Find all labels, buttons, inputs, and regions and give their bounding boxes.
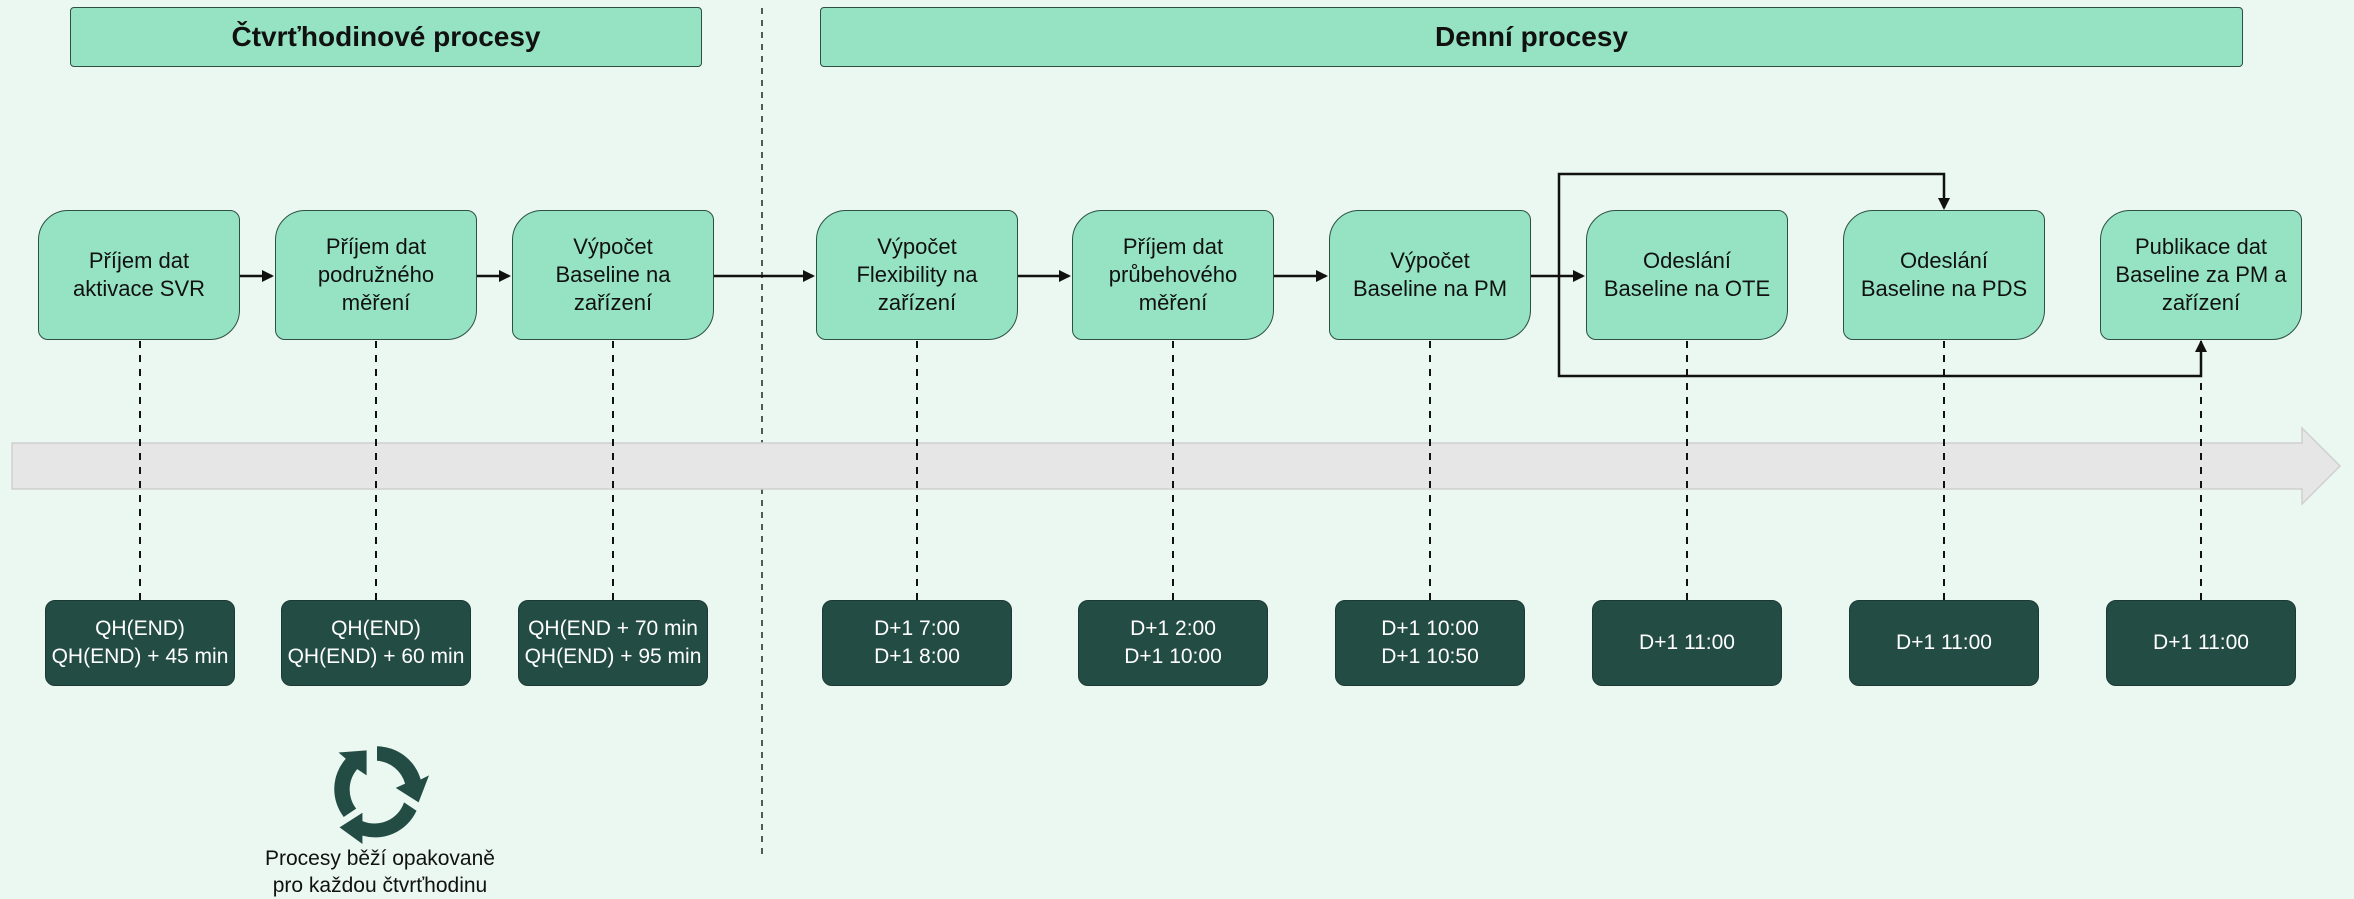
time-label: QH(END) [95,617,185,640]
time-box: QH(END) QH(END) + 45 min [45,600,235,686]
process-label: Baseline na OTE [1603,276,1771,301]
time-box: D+1 11:00 [2106,600,2296,686]
time-label: QH(END) + 60 min [287,645,465,668]
process-label: Baseline na PM [1352,276,1508,301]
process-label: podružného [317,262,435,287]
process-label: průbehového [1108,262,1238,287]
process-box[interactable]: Publikace dat Baseline za PM a zařízení [2100,210,2302,340]
process-box[interactable]: Příjem dat průbehového měření [1072,210,1274,340]
repeat-note-line: Procesy běží opakovaně [265,847,495,870]
process-label: zařízení [877,290,957,315]
time-box: D+1 11:00 [1849,600,2039,686]
process-box[interactable]: Výpočet Baseline na PM [1329,210,1531,340]
process-label: Příjem dat [1122,234,1224,259]
time-label: QH(END) [331,617,421,640]
time-box: D+1 7:00 D+1 8:00 [822,600,1012,686]
process-label: Baseline na [555,262,671,287]
process-label: Odeslání [1642,248,1732,273]
process-box[interactable]: Výpočet Baseline na zařízení [512,210,714,340]
time-label: D+1 7:00 [874,617,960,640]
process-label: Baseline na PDS [1860,276,2028,301]
time-box: QH(END) QH(END) + 60 min [281,600,471,686]
time-label: QH(END) + 45 min [51,645,229,668]
timeline-arrow [11,426,2342,506]
time-label: QH(END) + 95 min [524,645,702,668]
time-label: D+1 2:00 [1130,617,1216,640]
repeat-note: Procesy běží opakovaně pro každou čtvrťh… [220,845,540,899]
time-box: D+1 11:00 [1592,600,1782,686]
process-label: měření [1138,290,1208,315]
time-label: D+1 10:00 [1381,617,1479,640]
process-box[interactable]: Příjem dat aktivace SVR [38,210,240,340]
process-box[interactable]: Odeslání Baseline na OTE [1586,210,1788,340]
time-label: D+1 11:00 [1639,631,1735,654]
dashed-connectors [139,341,2202,600]
process-label: aktivace SVR [72,276,206,301]
process-label: Výpočet [1390,248,1470,273]
process-box[interactable]: Odeslání Baseline na PDS [1843,210,2045,340]
process-box[interactable]: Příjem dat podružného měření [275,210,477,340]
time-label: D+1 10:00 [1124,645,1222,668]
time-label: D+1 11:00 [1896,631,1992,654]
process-label: Výpočet [573,234,653,259]
process-label: Publikace dat [2134,234,2268,259]
time-box: D+1 2:00 D+1 10:00 [1078,600,1268,686]
process-label: Odeslání [1899,248,1989,273]
process-label: měření [341,290,411,315]
repeat-note-line: pro každou čtvrťhodinu [272,874,488,897]
time-box: D+1 10:00 D+1 10:50 [1335,600,1525,686]
process-label: Flexibility na [856,262,978,287]
time-box: QH(END + 70 min QH(END) + 95 min [518,600,708,686]
header-daily: Denní procesy [820,7,2243,67]
time-label: D+1 8:00 [874,645,960,668]
process-label: Příjem dat [88,248,190,273]
process-label: zařízení [2161,290,2241,315]
recycle-icon [334,746,429,844]
process-label: Příjem dat [325,234,427,259]
process-label: Výpočet [877,234,957,259]
process-label: Baseline za PM a [2115,262,2287,287]
process-box[interactable]: Výpočet Flexibility na zařízení [816,210,1018,340]
process-label: zařízení [573,290,653,315]
flow-arrows [240,172,2207,378]
time-label: D+1 10:50 [1381,645,1479,668]
time-label: D+1 11:00 [2153,631,2249,654]
header-quarter-hour: Čtvrťhodinové procesy [70,7,702,67]
time-label: QH(END + 70 min [528,617,698,640]
